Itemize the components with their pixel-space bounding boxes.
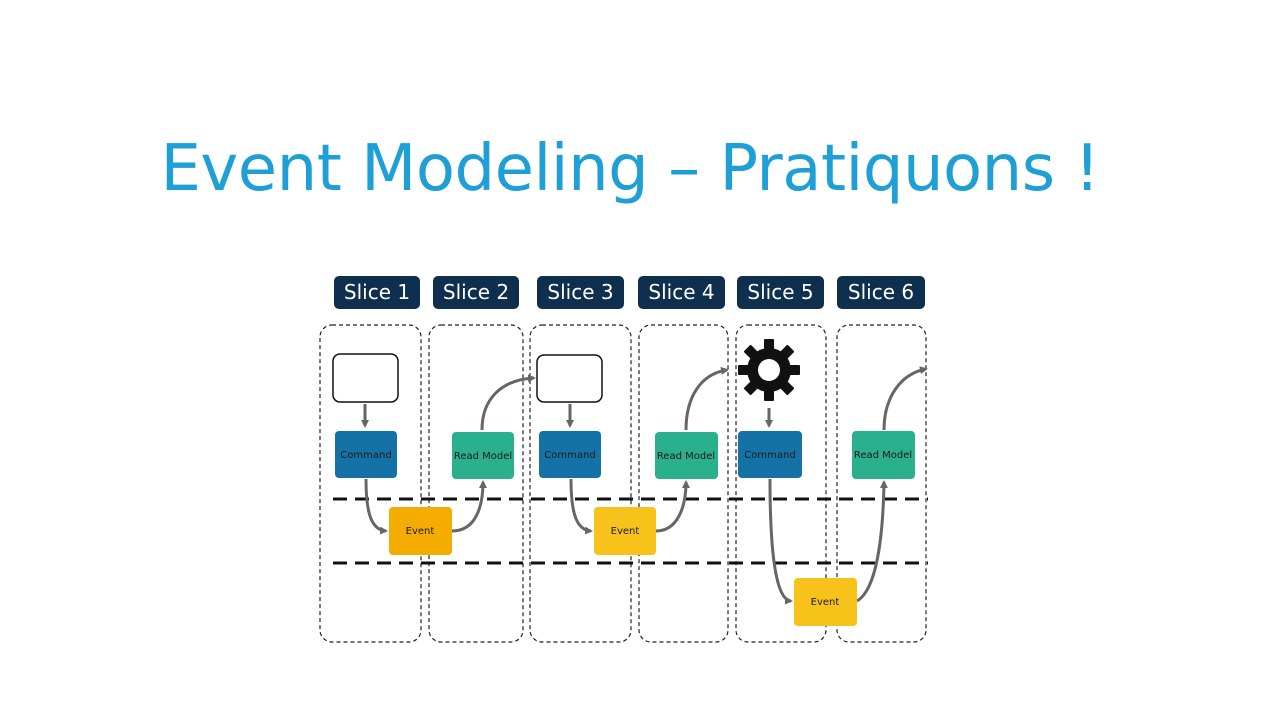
arrow-event3-readmodel bbox=[655, 480, 690, 533]
event-node-3: Event bbox=[594, 507, 656, 555]
arrow-command1-event bbox=[364, 478, 388, 535]
event-label-3: Event bbox=[611, 526, 640, 537]
slice-label-6: Slice 6 bbox=[837, 276, 925, 309]
slice-label-2: Slice 2 bbox=[433, 276, 519, 309]
command-node-5: Command bbox=[738, 431, 802, 478]
arrow-readmodel4-out bbox=[684, 366, 729, 431]
event-node-1: Event bbox=[389, 507, 452, 555]
arrow-readmodel2-screen3 bbox=[480, 374, 536, 431]
command-label-1: Command bbox=[340, 450, 391, 461]
command-node-3: Command bbox=[539, 431, 601, 478]
slice-label-1: Slice 1 bbox=[334, 276, 420, 309]
gear-icon bbox=[738, 339, 800, 401]
arrow-command5-event bbox=[768, 478, 793, 605]
command-node-1: Command bbox=[335, 431, 397, 478]
slice-column-4 bbox=[638, 324, 729, 643]
slice-label-3: Slice 3 bbox=[537, 276, 624, 309]
event-label-1: Event bbox=[406, 526, 435, 537]
arrow-event5-readmodel bbox=[856, 480, 888, 603]
screen-wireframe-3 bbox=[536, 354, 603, 403]
arrow-command3-event bbox=[569, 478, 593, 535]
slice-label-4: Slice 4 bbox=[638, 276, 725, 309]
slice-column-2 bbox=[428, 324, 524, 643]
command-label-3: Command bbox=[544, 450, 595, 461]
read-model-node-6: Read Model bbox=[852, 431, 915, 479]
event-node-5: Event bbox=[794, 578, 857, 626]
page-title: Event Modeling – Pratiquons ! bbox=[160, 132, 1100, 206]
read-model-node-4: Read Model bbox=[655, 432, 718, 479]
command-label-5: Command bbox=[744, 450, 795, 461]
arrow-readmodel6-out bbox=[882, 366, 928, 431]
event-label-5: Event bbox=[811, 597, 840, 608]
slice-column-6 bbox=[836, 324, 927, 643]
slice-label-5: Slice 5 bbox=[737, 276, 824, 309]
read-model-node-2: Read Model bbox=[452, 432, 514, 479]
read-model-label-4: Read Model bbox=[657, 451, 715, 462]
slice-column-3 bbox=[529, 324, 632, 643]
screen-wireframe-1 bbox=[332, 353, 399, 403]
arrow-event1-readmodel bbox=[451, 480, 487, 533]
read-model-label-6: Read Model bbox=[854, 450, 912, 461]
read-model-label-2: Read Model bbox=[454, 451, 512, 462]
slice-column-5 bbox=[735, 324, 827, 643]
slice-column-1 bbox=[319, 324, 422, 643]
